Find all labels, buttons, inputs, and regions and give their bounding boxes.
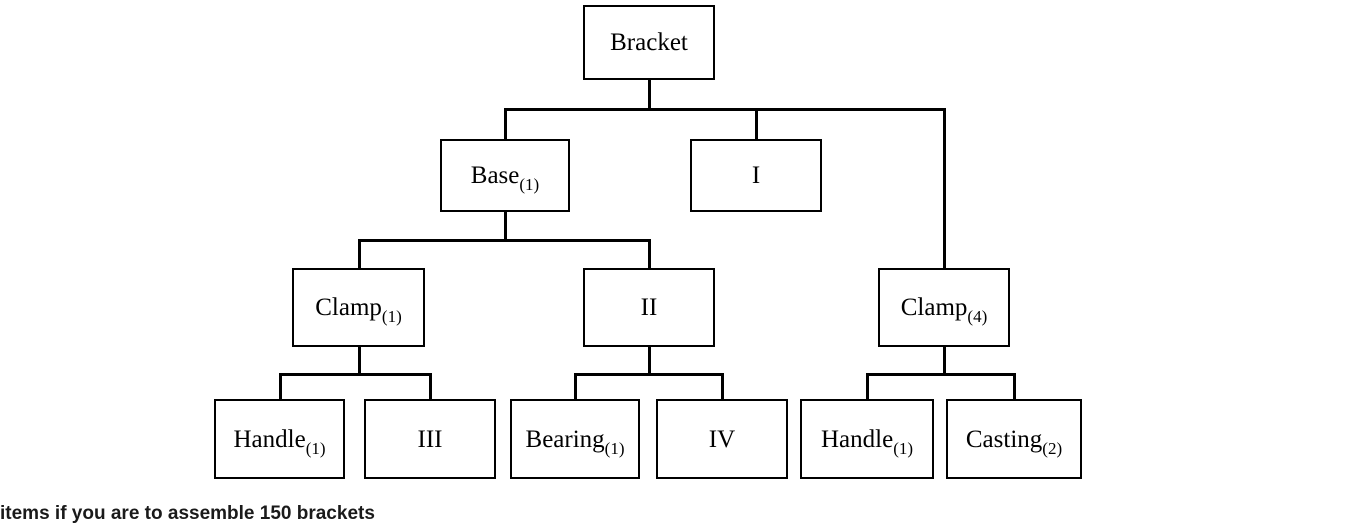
node-bearing[interactable]: Bearing(1) — [510, 399, 640, 479]
node-clamp-1-label: Clamp(1) — [315, 294, 402, 325]
node-handle-b-qty: (1) — [893, 438, 914, 458]
connector-vertical — [721, 373, 724, 402]
connector-vertical — [574, 373, 577, 402]
node-bearing-qty: (1) — [604, 438, 625, 458]
connector-vertical — [648, 80, 651, 111]
node-iv-name: IV — [708, 425, 736, 453]
connector-vertical — [866, 373, 869, 402]
node-clamp-4-name: Clamp — [900, 294, 968, 321]
node-base-name: Base — [470, 162, 520, 189]
connector-vertical — [755, 108, 758, 142]
connector-vertical — [648, 239, 651, 271]
node-bracket-name: Bracket — [610, 29, 688, 56]
node-clamp-1[interactable]: Clamp(1) — [292, 268, 425, 347]
node-base[interactable]: Base(1) — [440, 139, 570, 212]
node-iv[interactable]: IV — [656, 399, 788, 479]
node-ii[interactable]: II — [583, 268, 715, 347]
connector-vertical — [504, 212, 507, 242]
node-bracket[interactable]: Bracket — [583, 5, 715, 80]
node-clamp-4-qty: (4) — [967, 307, 988, 326]
figure-caption: items if you are to assemble 150 bracket… — [0, 503, 375, 524]
node-casting-qty: (2) — [1042, 438, 1063, 458]
connector-vertical — [1013, 373, 1016, 402]
node-base-label: Base(1) — [470, 162, 539, 193]
node-ii-name: II — [640, 294, 658, 321]
node-casting-name: Casting — [965, 425, 1043, 453]
connector-horizontal — [574, 373, 724, 376]
node-i-name: I — [751, 162, 761, 189]
connector-vertical — [429, 373, 432, 402]
connector-horizontal — [504, 108, 946, 111]
node-ii-label: II — [641, 295, 658, 320]
connector-horizontal — [358, 239, 651, 242]
node-i[interactable]: I — [690, 139, 822, 212]
node-iii-name: III — [417, 425, 443, 453]
connector-horizontal — [866, 373, 1016, 376]
node-handle-b[interactable]: Handle(1) — [800, 399, 934, 479]
node-handle-a-qty: (1) — [305, 438, 326, 458]
connector-vertical — [648, 347, 651, 376]
node-bracket-label: Bracket — [610, 30, 688, 55]
node-handle-b-label: Handle(1) — [820, 425, 913, 457]
connector-horizontal — [279, 373, 432, 376]
node-clamp-4-label: Clamp(4) — [900, 294, 988, 325]
node-clamp-4[interactable]: Clamp(4) — [878, 268, 1010, 347]
node-casting[interactable]: Casting(2) — [946, 399, 1082, 479]
node-handle-a-label: Handle(1) — [233, 425, 325, 457]
node-handle-a-name: Handle — [233, 425, 306, 453]
connector-vertical — [504, 108, 507, 142]
connector-vertical — [358, 239, 361, 271]
node-bearing-name: Bearing — [525, 425, 605, 453]
node-handle-b-name: Handle — [820, 425, 894, 453]
node-clamp-1-qty: (1) — [381, 307, 402, 326]
connector-vertical — [943, 347, 946, 376]
node-iii-label: III — [418, 427, 443, 452]
node-i-label: I — [752, 163, 760, 188]
connector-vertical — [279, 373, 282, 402]
connector-vertical — [358, 347, 361, 376]
connector-vertical — [943, 108, 946, 271]
node-bearing-label: Bearing(1) — [525, 425, 625, 457]
node-handle-a[interactable]: Handle(1) — [214, 399, 345, 479]
node-clamp-1-name: Clamp — [315, 294, 382, 321]
node-iii[interactable]: III — [364, 399, 496, 479]
node-iv-label: IV — [709, 427, 735, 452]
node-base-qty: (1) — [519, 175, 540, 194]
node-casting-label: Casting(2) — [965, 425, 1062, 457]
